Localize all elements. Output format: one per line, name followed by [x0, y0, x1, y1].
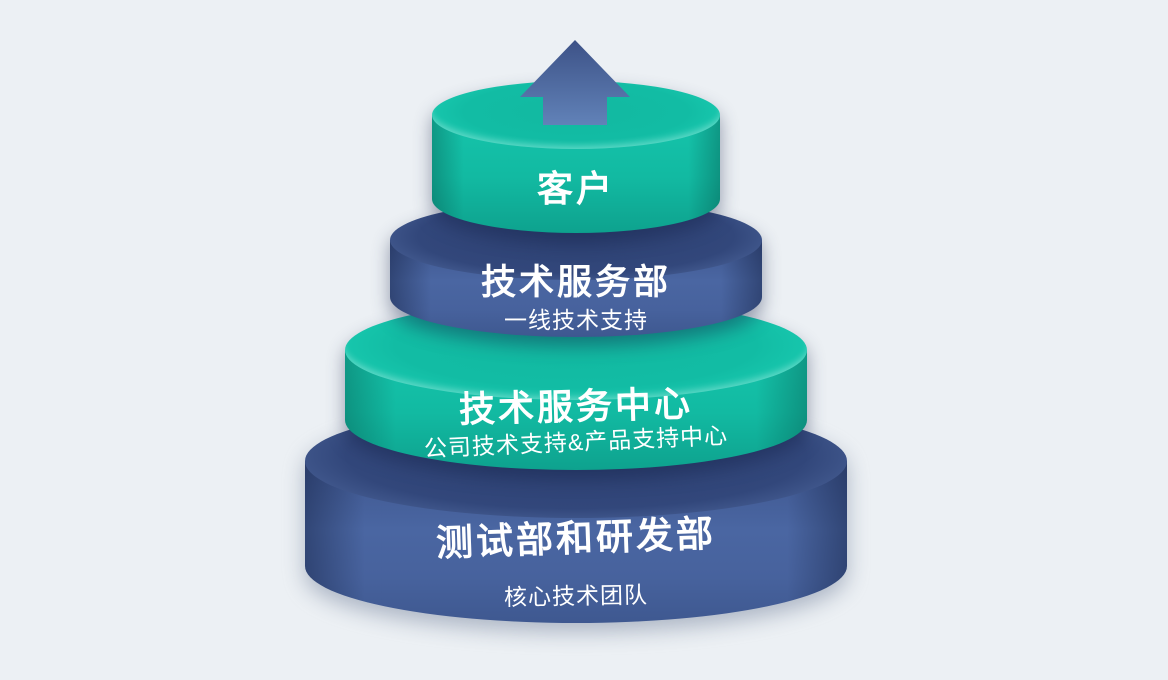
- up-arrow-icon: [520, 40, 630, 125]
- tier-tech-service-dept-label: 技术服务部: [480, 263, 671, 302]
- tier-tech-service-dept: 技术服务部 一线技术支持: [390, 200, 762, 400]
- tier-tech-service-dept-sublabel: 一线技术支持: [504, 307, 648, 333]
- tier-customers-cylinder: [432, 81, 720, 271]
- tier-customers: 客户: [432, 81, 720, 271]
- tier-customers-label: 客户: [536, 168, 615, 209]
